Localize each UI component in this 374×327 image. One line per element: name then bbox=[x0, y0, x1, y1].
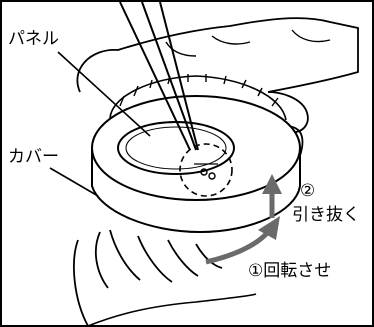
panel-inner-line bbox=[125, 126, 227, 170]
panel-leader-line bbox=[57, 51, 151, 137]
label-step-pull-number: ② bbox=[300, 181, 315, 201]
back-hand-knuckle-lines bbox=[165, 29, 331, 57]
grip-ridges bbox=[119, 74, 279, 107]
latch-dot-2 bbox=[208, 172, 216, 180]
cover-leader-line bbox=[49, 167, 99, 197]
tool-pin bbox=[119, 1, 199, 151]
pull-arrow-head bbox=[262, 174, 282, 194]
label-step-pull-text: 引き抜く bbox=[292, 205, 360, 225]
lower-hand bbox=[73, 229, 223, 327]
label-cover: カバー bbox=[8, 147, 59, 167]
rotate-arrow bbox=[205, 230, 270, 265]
grip-ring bbox=[109, 75, 287, 121]
latch-highlight-circle bbox=[179, 143, 233, 197]
rotate-arrow-head bbox=[258, 216, 280, 240]
back-hand-fingers bbox=[76, 17, 359, 93]
panel bbox=[117, 121, 235, 175]
label-step-rotate: ①回転させ bbox=[248, 261, 331, 281]
label-panel: パネル bbox=[8, 29, 59, 49]
latch-dot-1 bbox=[200, 168, 208, 176]
lower-hand-palm bbox=[87, 293, 257, 327]
